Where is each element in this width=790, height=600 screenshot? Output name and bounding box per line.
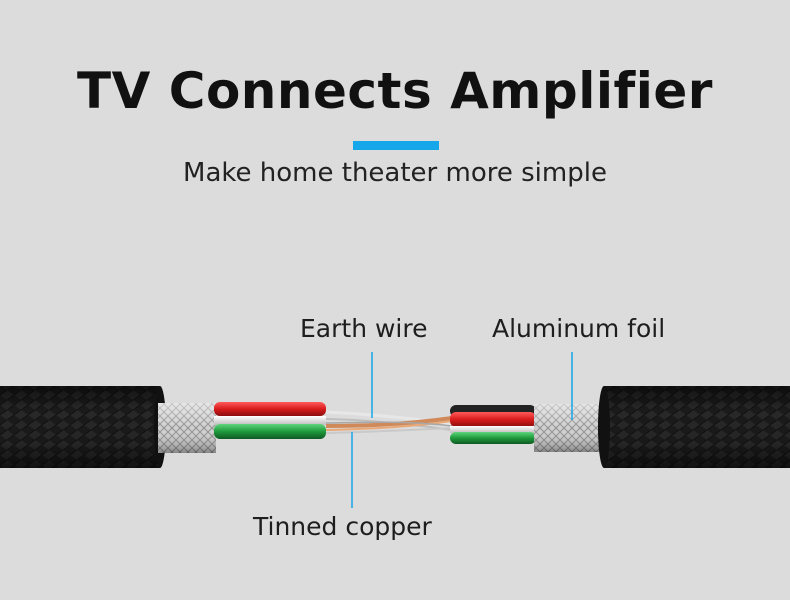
tinned-copper-label: Tinned copper [253,512,432,541]
left-aluminum-foil [158,403,216,453]
aluminum-foil-label: Aluminum foil [492,314,666,343]
title-accent-bar [353,141,439,150]
exposed-conductors [325,410,453,434]
earth-wire-label: Earth wire [300,314,428,343]
right-aluminum-foil [534,404,604,452]
page-subtitle: Make home theater more simple [183,158,607,188]
right-inner-wires [450,405,536,444]
page-title: TV Connects Amplifier [77,62,713,120]
right-cable-jacket [598,386,790,468]
left-cable-jacket [0,386,166,468]
left-inner-wires [214,402,326,439]
